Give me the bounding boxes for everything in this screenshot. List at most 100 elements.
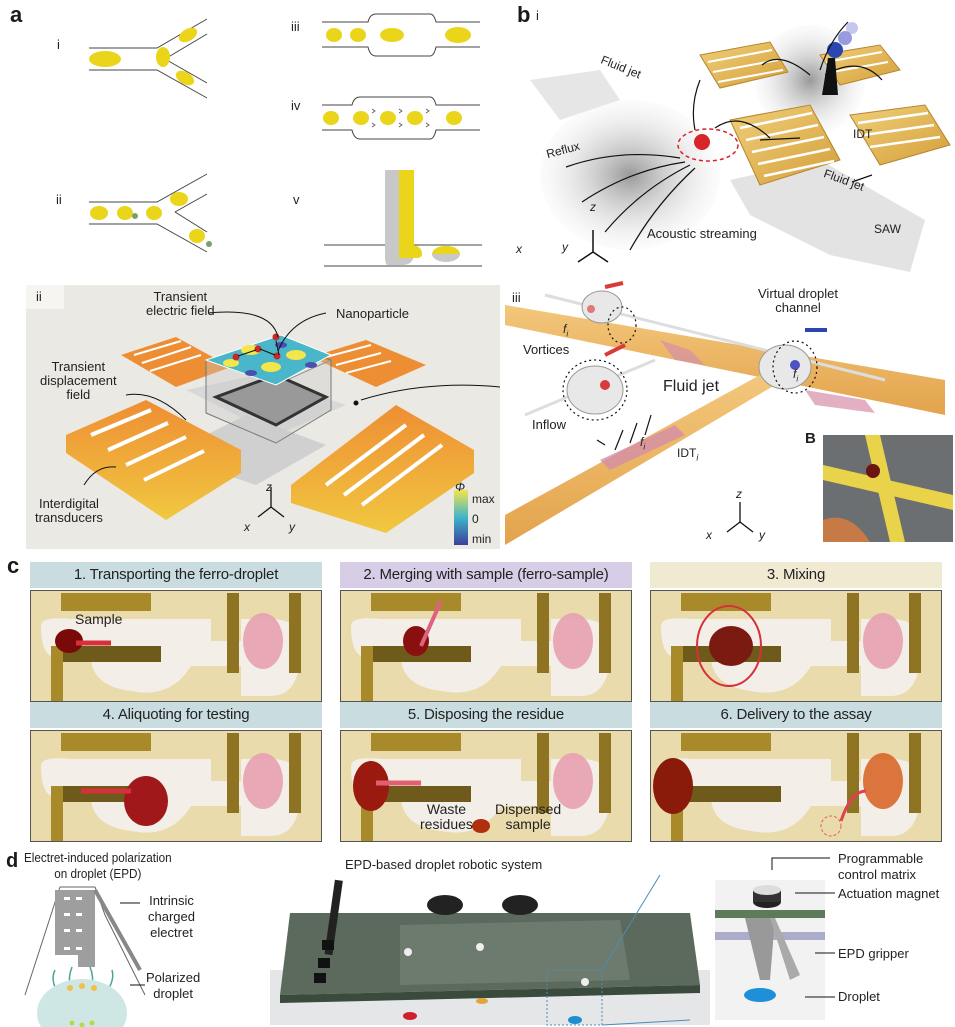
- panel-a-ii-label: ii: [56, 192, 62, 207]
- axis-x-label: x: [706, 528, 712, 542]
- colorbar-zero-label: 0: [472, 512, 479, 526]
- saw-label: SAW: [874, 222, 901, 236]
- panel-c-letter: c: [7, 553, 20, 578]
- robotic-system-title: EPD-based droplet robotic system: [345, 857, 543, 872]
- programmable-control-matrix-label: Programmable control matrix: [838, 851, 924, 882]
- idt-i-label: IDTi: [677, 446, 699, 463]
- step-annotation: Waste residues: [420, 801, 473, 832]
- nanoparticle-label: Nanoparticle: [336, 306, 409, 321]
- axis-triad: [257, 487, 285, 518]
- zoom-region-box: [546, 969, 603, 1026]
- epd-gripper-label: EPD gripper: [838, 946, 909, 961]
- callout-lines: [771, 857, 835, 998]
- droplet-splitting-diagram: [89, 18, 208, 99]
- colorbar-min-label: min: [472, 532, 492, 546]
- mixing-droplet: [709, 626, 753, 666]
- red-droplet: [694, 134, 710, 150]
- transient-electric-field-label: Transient electric field: [146, 289, 215, 318]
- fi-label-1: fi: [640, 435, 646, 452]
- merged-droplet: [403, 626, 429, 656]
- polarized-droplet-label: Polarized droplet: [146, 970, 201, 1001]
- polarized-droplet-shape: [37, 979, 127, 1027]
- acoustic-streaming-illustration: [530, 21, 951, 272]
- panel-a-v-label: v: [293, 192, 300, 207]
- virtual-droplet-channel-illustration: [505, 281, 953, 545]
- axis-triad: [726, 502, 754, 533]
- panel-b-iii-label: iii: [512, 290, 521, 305]
- step-photo: [340, 590, 632, 702]
- yellow-droplet: [476, 998, 488, 1004]
- epd-title: Electret-induced polarization on droplet…: [24, 850, 172, 881]
- waste-droplet: [353, 761, 389, 811]
- fluid-jet-label: Fluid jet: [663, 378, 720, 395]
- panel-a-iv-label: iv: [291, 98, 301, 113]
- axis-y-label: y: [562, 240, 568, 254]
- step-title: 5. Disposing the residue: [340, 702, 632, 728]
- step-title: 6. Delivery to the assay: [650, 702, 942, 728]
- idt-label: IDT: [853, 127, 873, 141]
- axis-y-label: y: [289, 520, 295, 534]
- step-photo: [30, 590, 322, 702]
- idt-top-right: [311, 340, 426, 387]
- panel-b-letter: b: [517, 2, 531, 27]
- axis-x-label: x: [516, 242, 522, 256]
- step-photo: [340, 730, 632, 842]
- fi-label-2: fi: [563, 322, 569, 339]
- step-annotation: Sample: [75, 611, 123, 627]
- step-photo: [30, 730, 322, 842]
- axis-triad: [577, 230, 609, 263]
- axis-x-label: x: [244, 520, 250, 534]
- residue-droplet: [653, 758, 693, 814]
- droplet-generation-diagram: [324, 170, 482, 267]
- red-droplet: [403, 1012, 417, 1020]
- panel-d-letter: d: [6, 850, 19, 872]
- epd-schematic: [24, 886, 146, 1027]
- panel-b-ii-label: ii: [36, 289, 42, 304]
- intrinsic-electret-label: Intrinsic charged electret: [148, 893, 195, 940]
- inflow-label: Inflow: [532, 417, 566, 432]
- colorbar: [454, 490, 468, 545]
- ferro-droplet: [55, 629, 83, 653]
- axis-z-label: z: [736, 487, 742, 501]
- idt-pad: [699, 41, 789, 89]
- mixing-arrow: [696, 605, 762, 687]
- step-title: 3. Mixing: [650, 562, 942, 588]
- trap-ring: [677, 128, 739, 162]
- transient-displacement-field-label: Transient displacement field: [40, 359, 117, 402]
- droplet-merging-diagram: [322, 13, 480, 57]
- idt-bottom-left: [66, 400, 241, 520]
- axis-z-label: z: [266, 480, 272, 494]
- acoustic-streaming-label: Acoustic streaming: [647, 226, 757, 241]
- blue-droplet: [568, 1016, 582, 1024]
- colorbar-title: Φ: [455, 480, 466, 494]
- inset-b-label: B: [805, 430, 816, 447]
- axis-z-label: z: [590, 200, 596, 214]
- step-title: 4. Aliquoting for testing: [30, 702, 322, 728]
- robotic-system-photo: [270, 874, 710, 1026]
- actuation-magnet-label: Actuation magnet: [838, 886, 940, 901]
- panel-a-i-label: i: [57, 37, 60, 52]
- droplet-trapping-diagram: [322, 96, 480, 140]
- step-annotation: Dispensed sample: [495, 801, 562, 832]
- nanoparticle-manipulation-illustration: [66, 311, 501, 545]
- fi-label-3: fi: [793, 367, 799, 384]
- colorbar-max-label: max: [472, 492, 495, 506]
- idt-bottom-right: [291, 405, 474, 533]
- electric-field-plane: [204, 334, 333, 386]
- panel-b-ii-tag: [26, 285, 64, 309]
- blue-droplet: [827, 42, 843, 58]
- vortices-label: Vortices: [523, 342, 570, 357]
- interdigital-transducers-label: Interdigital transducers: [35, 496, 103, 525]
- closeup-blue-droplet: [744, 988, 776, 1002]
- aliquot-droplet: [124, 776, 168, 826]
- virtual-droplet-channel-label: Virtual droplet channel: [758, 286, 838, 315]
- panel-a-iii-label: iii: [291, 19, 300, 34]
- droplet-sorting-diagram: [89, 173, 212, 253]
- step-photo: [650, 590, 942, 702]
- panel-b-i-label: i: [536, 8, 539, 23]
- direction-arrow: [419, 600, 443, 647]
- panel-a-letter: a: [10, 2, 23, 27]
- step-title: 1. Transporting the ferro-droplet: [30, 562, 322, 588]
- dispensed-droplet: [472, 819, 490, 833]
- axis-y-label: y: [759, 528, 765, 542]
